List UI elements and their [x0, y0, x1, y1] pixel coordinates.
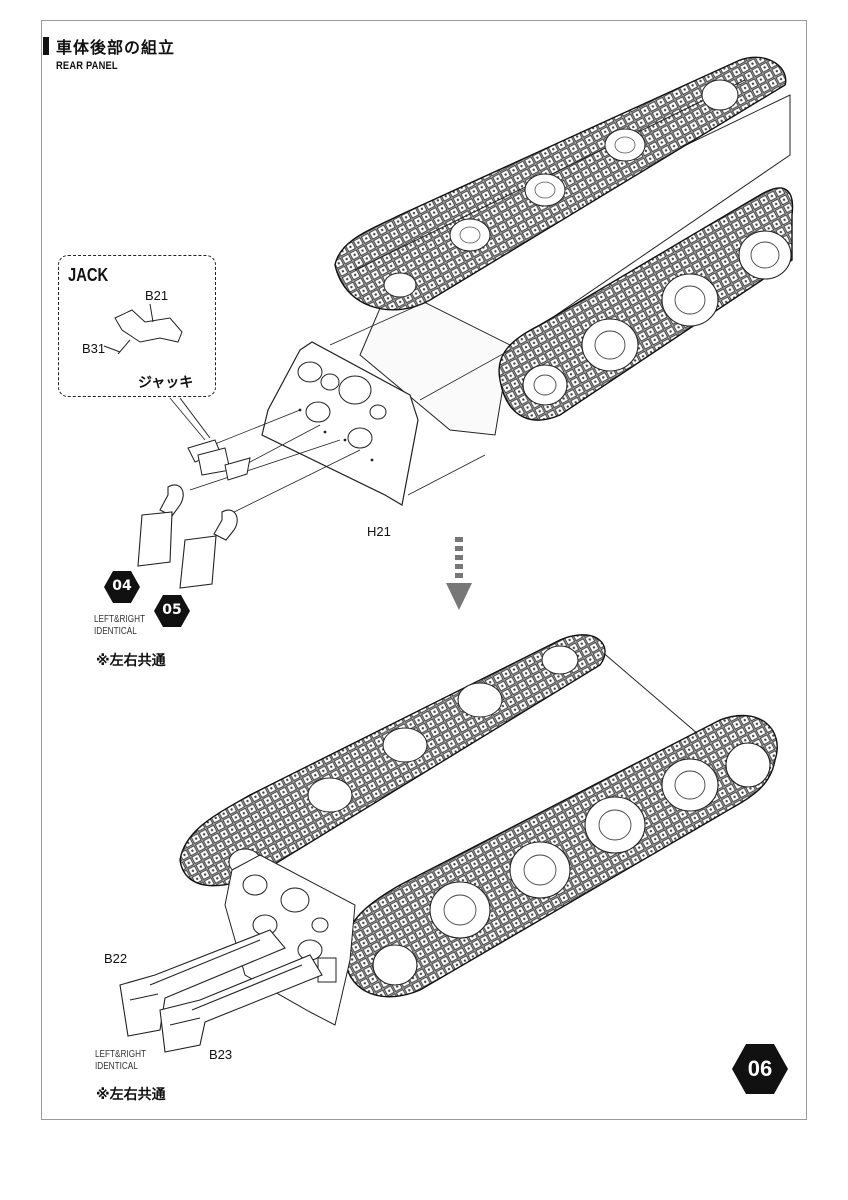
part-badge-05: [154, 595, 190, 627]
step-title-jp: 車体後部の組立: [56, 38, 176, 57]
step-number: 06: [747, 1056, 773, 1081]
part-label-b22: B22: [104, 951, 128, 966]
identical-note-jp-lower: ※左右共通: [96, 1087, 166, 1103]
jack-caption-jp: ジャッキ: [138, 375, 194, 391]
identical-note-en-line1-lower: LEFT&RIGHT: [95, 1049, 147, 1060]
page-frame: [41, 20, 807, 1120]
assembly-arrow: [446, 537, 472, 610]
step-number-badge: [732, 1044, 788, 1094]
lower-hull-assembly: [119, 634, 778, 1053]
identical-note-jp: ※左右共通: [96, 653, 166, 669]
jack-inset-drawing: [103, 303, 211, 439]
jack-inset-title: JACK: [68, 265, 109, 285]
part-label-b31: B31: [82, 341, 106, 356]
title-marker: [43, 37, 49, 55]
right-track-upper: [498, 187, 794, 421]
jack-inset-box: [58, 255, 216, 397]
badge-05-text: 05: [162, 602, 182, 618]
part-label-h21: H21: [367, 524, 391, 539]
right-track-lower: [343, 714, 778, 998]
step-title-en: REAR PANEL: [56, 60, 118, 72]
rear-panel-installed: [224, 854, 356, 1026]
exhaust-mufflers-upper: [137, 484, 238, 589]
part-label-b23: B23: [209, 1047, 233, 1062]
upper-hull-assembly: [137, 56, 794, 589]
identical-note-en-line2-lower: IDENTICAL: [95, 1061, 138, 1072]
part-label-b21: B21: [145, 288, 169, 303]
identical-note-en-line2: IDENTICAL: [94, 626, 137, 637]
rear-panel-h21: [261, 341, 419, 506]
badge-04-text: 04: [112, 578, 132, 594]
exhaust-mufflers-lower: [119, 929, 323, 1053]
left-track-lower: [179, 634, 606, 887]
jack-parts-exploded: [187, 439, 251, 481]
identical-note-en-line1: LEFT&RIGHT: [94, 614, 146, 625]
left-track-upper: [334, 56, 787, 311]
part-badge-04: [104, 571, 140, 603]
